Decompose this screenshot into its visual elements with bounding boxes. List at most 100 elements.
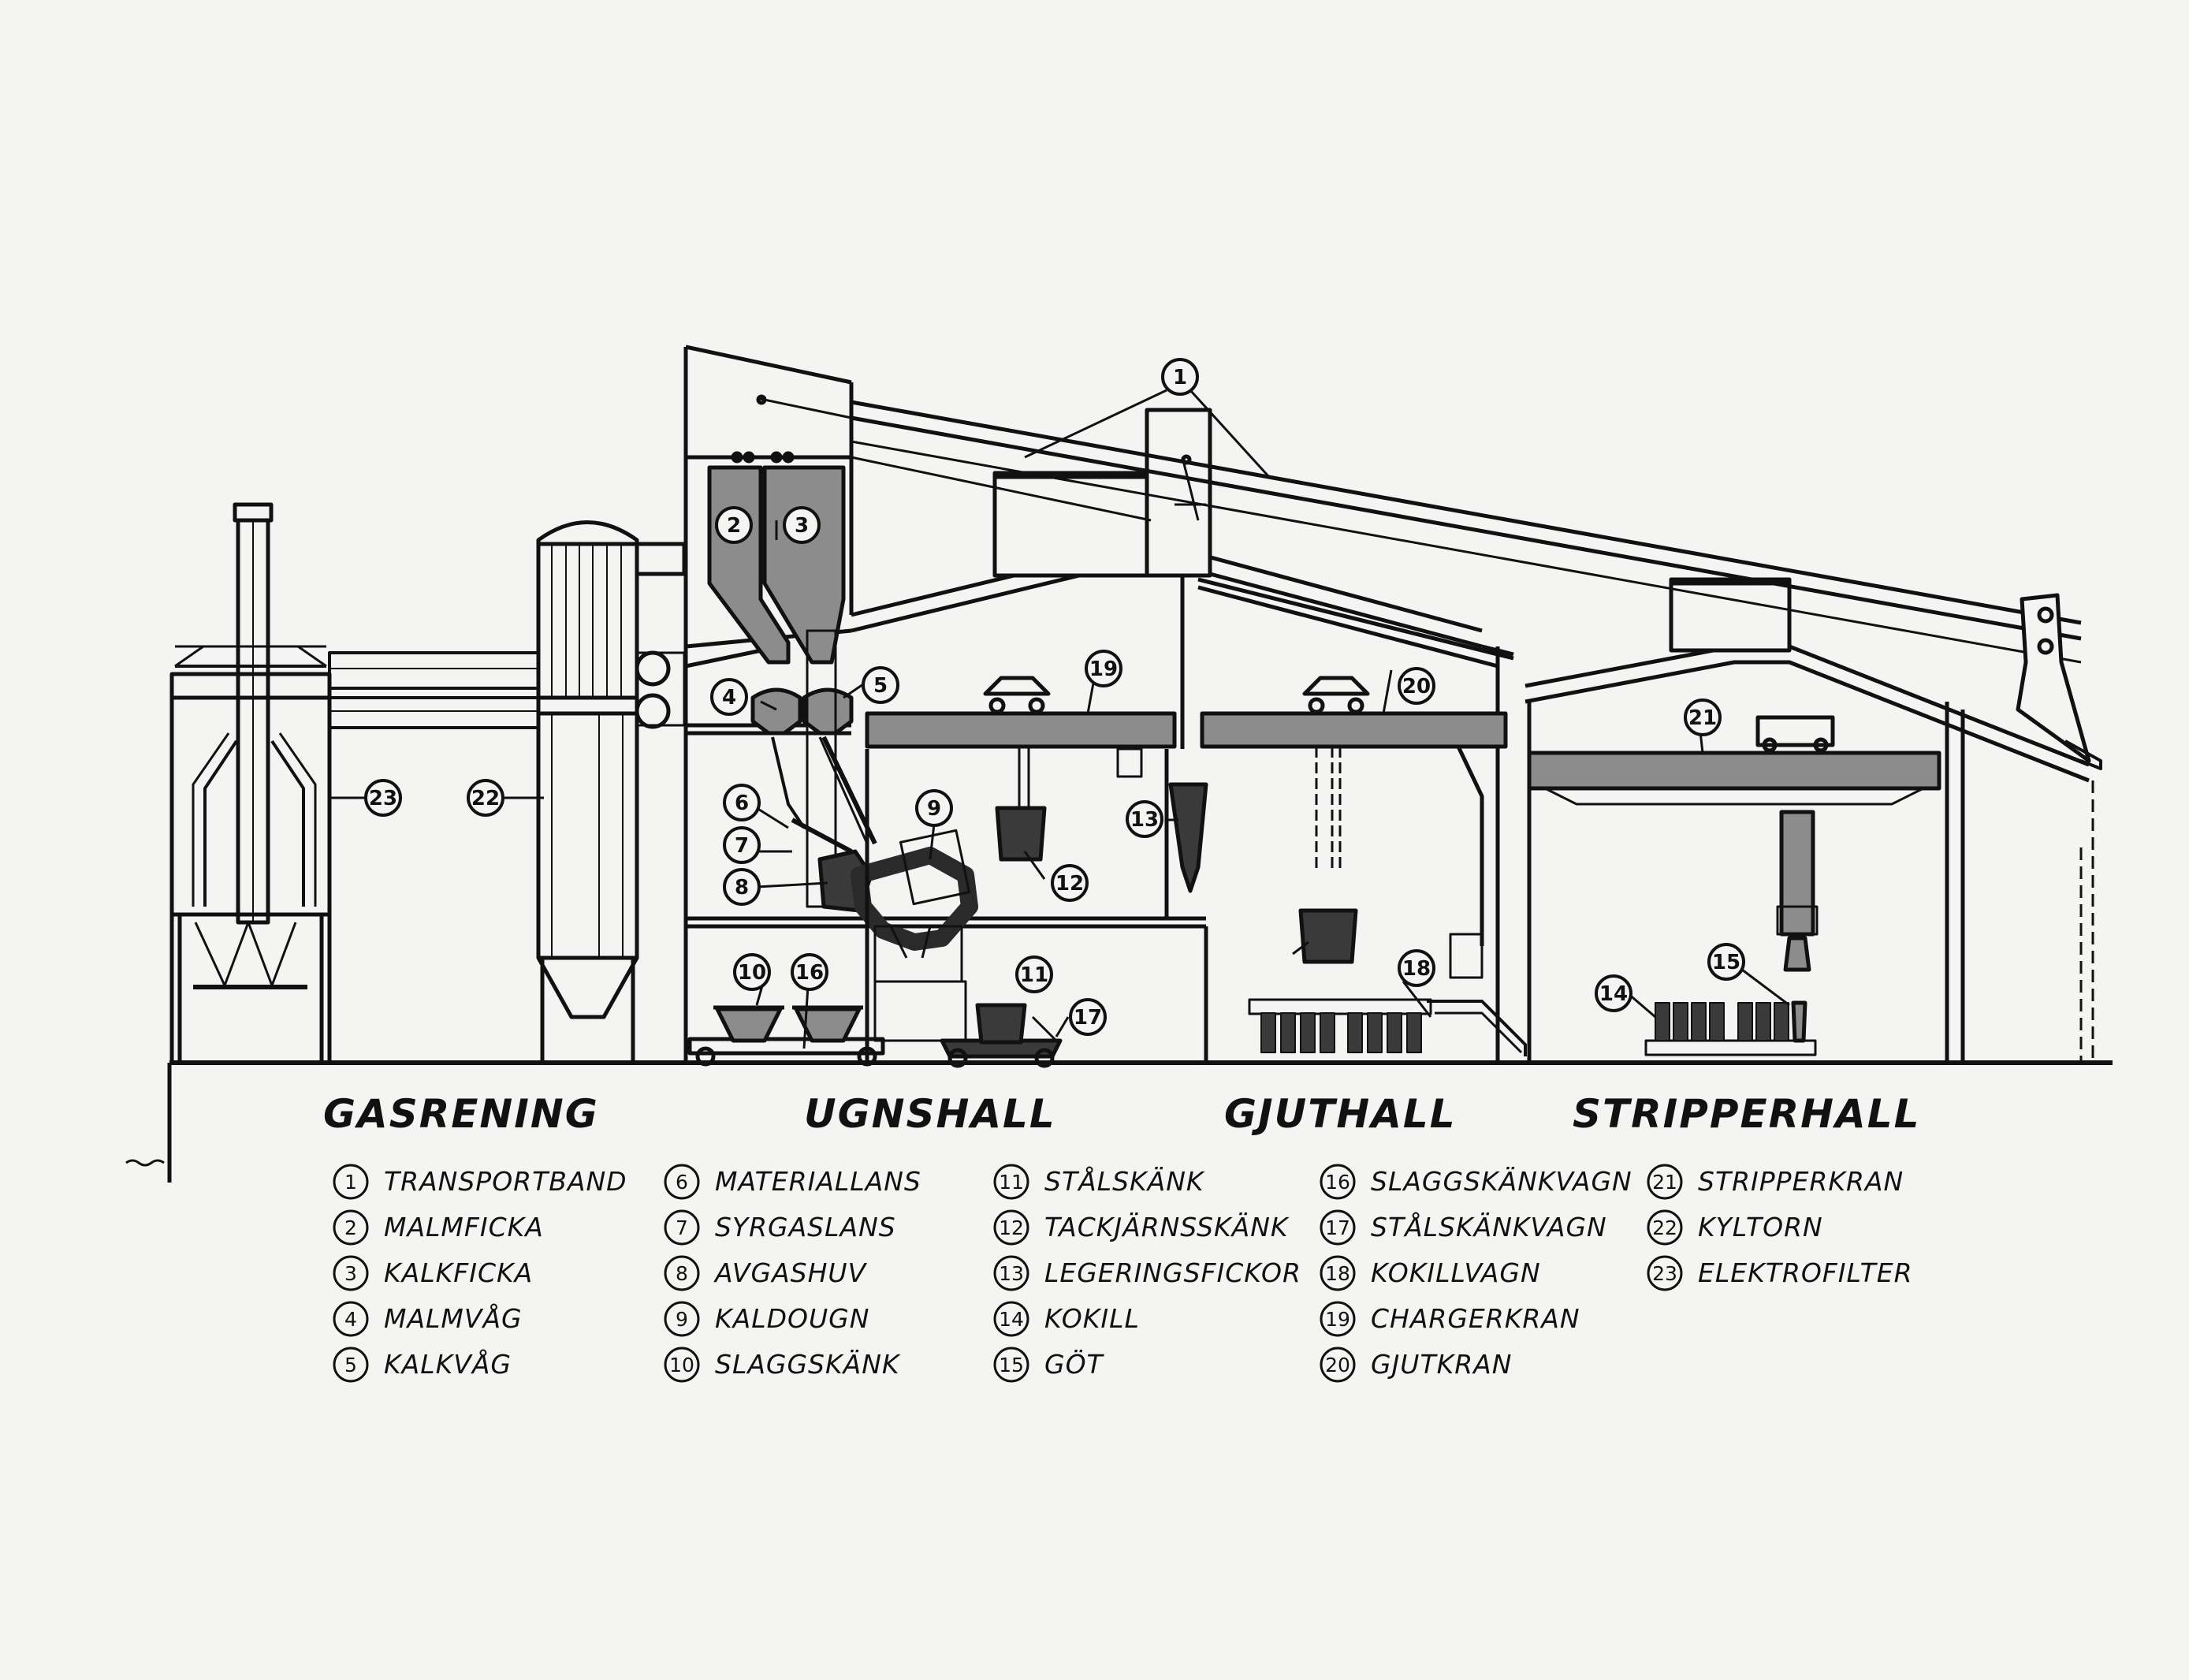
legend-item: 11 STÅLSKÄNK: [993, 1164, 1205, 1200]
legend-label: KOKILL: [1044, 1303, 1140, 1334]
callout-18: 18: [1398, 949, 1435, 987]
callout-14: 14: [1595, 974, 1632, 1012]
callout-number: 9: [927, 797, 941, 821]
callout-number: 4: [722, 686, 736, 710]
legend-label: TACKJÄRNSSKÄNK: [1044, 1212, 1290, 1242]
legend-label: GÖT: [1044, 1348, 1105, 1380]
legend-label: LEGERINGSFICKOR: [1044, 1257, 1301, 1288]
callout-5: 5: [862, 666, 899, 704]
legend-label: GJUTKRAN: [1371, 1349, 1512, 1380]
legend-number: 19: [1325, 1308, 1350, 1331]
legend-item: 14 KOKILL: [993, 1301, 1140, 1337]
hall-labels: GASRENING UGNSHALL GJUTHALL STRIPPERHALL: [323, 1091, 1920, 1137]
hall-label: UGNSHALL: [804, 1091, 1056, 1137]
legend-number: 9: [676, 1308, 688, 1331]
callout-number: 18: [1402, 957, 1431, 981]
legend-item: 20 GJUTKRAN: [1320, 1347, 1512, 1383]
legend-number: 2: [344, 1216, 357, 1239]
legend-number: 14: [999, 1308, 1024, 1331]
callout-number: 23: [369, 787, 397, 810]
legend-item: 18 KOKILLVAGN: [1320, 1255, 1541, 1291]
callout-number: 19: [1089, 657, 1118, 681]
legend-number: 3: [344, 1262, 357, 1285]
callout-8: 8: [723, 868, 761, 906]
legend-number: 15: [999, 1354, 1024, 1376]
legend-item: 21 STRIPPERKRAN: [1647, 1164, 1904, 1200]
callout-22: 22: [467, 779, 504, 817]
callout-number: 21: [1688, 706, 1717, 730]
callout-number: 6: [735, 792, 749, 815]
callout-number: 3: [795, 514, 809, 538]
legend-label: KOKILLVAGN: [1371, 1257, 1541, 1288]
legend-number: 7: [676, 1216, 688, 1239]
hall-label: GASRENING: [323, 1091, 599, 1137]
legend-label: SYRGASLANS: [715, 1212, 896, 1242]
legend-number: 13: [999, 1262, 1024, 1285]
electrofilter-23: [169, 502, 332, 1065]
conveyor-belts: [851, 400, 2102, 770]
callout-number: 5: [873, 674, 888, 698]
charger-hall: [851, 408, 1483, 1063]
legend-label: ELEKTROFILTER: [1698, 1257, 1913, 1288]
legend-item: 19 CHARGERKRAN: [1320, 1301, 1580, 1337]
legend-label: AVGASHUV: [713, 1257, 868, 1288]
legend-number: 20: [1325, 1354, 1350, 1376]
legend-number: 18: [1325, 1262, 1350, 1285]
legend-item: 23 ELEKTROFILTER: [1647, 1255, 1913, 1291]
legend-number: 11: [999, 1171, 1024, 1194]
legend-item: 7 SYRGASLANS: [664, 1209, 896, 1246]
callout-21: 21: [1684, 698, 1722, 736]
callout-number: 17: [1074, 1006, 1102, 1030]
ground-mark: [125, 1159, 165, 1167]
callout-number: 10: [738, 961, 766, 985]
callout-3: 3: [783, 506, 821, 544]
slag-ladle-cars: [687, 1005, 885, 1067]
callout-7: 7: [723, 826, 761, 864]
hall-label: STRIPPERHALL: [1573, 1091, 1920, 1137]
callout-number: 14: [1599, 982, 1628, 1006]
callout-number: 22: [471, 787, 500, 810]
callout-10: 10: [733, 953, 771, 991]
legend-number: 1: [344, 1171, 357, 1194]
legend-item: 15 GÖT: [993, 1347, 1105, 1383]
legend-item: 1 TRANSPORTBAND: [333, 1164, 627, 1200]
legend-label: SLAGGSKÄNKVAGN: [1371, 1166, 1632, 1197]
legend-number: 10: [669, 1354, 694, 1376]
callout-number: 20: [1402, 675, 1431, 698]
legend-label: STRIPPERKRAN: [1698, 1166, 1904, 1197]
legend-label: MALMVÅG: [384, 1302, 523, 1334]
legend-number: 5: [344, 1354, 357, 1376]
legend-item: 5 KALKVÅG: [333, 1347, 512, 1383]
callout-9: 9: [915, 789, 953, 827]
cooling-tower-22: [536, 520, 687, 1063]
callout-23: 23: [364, 779, 402, 817]
legend-number: 12: [999, 1216, 1024, 1239]
hall-label: GJUTHALL: [1224, 1091, 1457, 1137]
callout-number: 15: [1712, 951, 1740, 974]
legend-label: TRANSPORTBAND: [384, 1166, 627, 1197]
callout-number: 7: [735, 834, 749, 858]
legend-label: STÅLSKÄNK: [1044, 1165, 1205, 1197]
callout-11: 11: [1015, 955, 1053, 993]
callout-15: 15: [1707, 943, 1745, 981]
stripper-hall: [1524, 577, 2094, 1063]
callout-19: 19: [1085, 650, 1122, 687]
legend-number: 8: [676, 1262, 688, 1285]
legend-label: KALKVÅG: [384, 1348, 512, 1380]
callout-number: 11: [1020, 963, 1048, 987]
legend-number: 23: [1652, 1262, 1677, 1285]
legend-number: 21: [1652, 1171, 1677, 1194]
legend-label: KALKFICKA: [384, 1257, 533, 1288]
legend-number: 6: [676, 1171, 688, 1194]
legend-item: 3 KALKFICKA: [333, 1255, 533, 1291]
legend-label: CHARGERKRAN: [1371, 1303, 1580, 1334]
